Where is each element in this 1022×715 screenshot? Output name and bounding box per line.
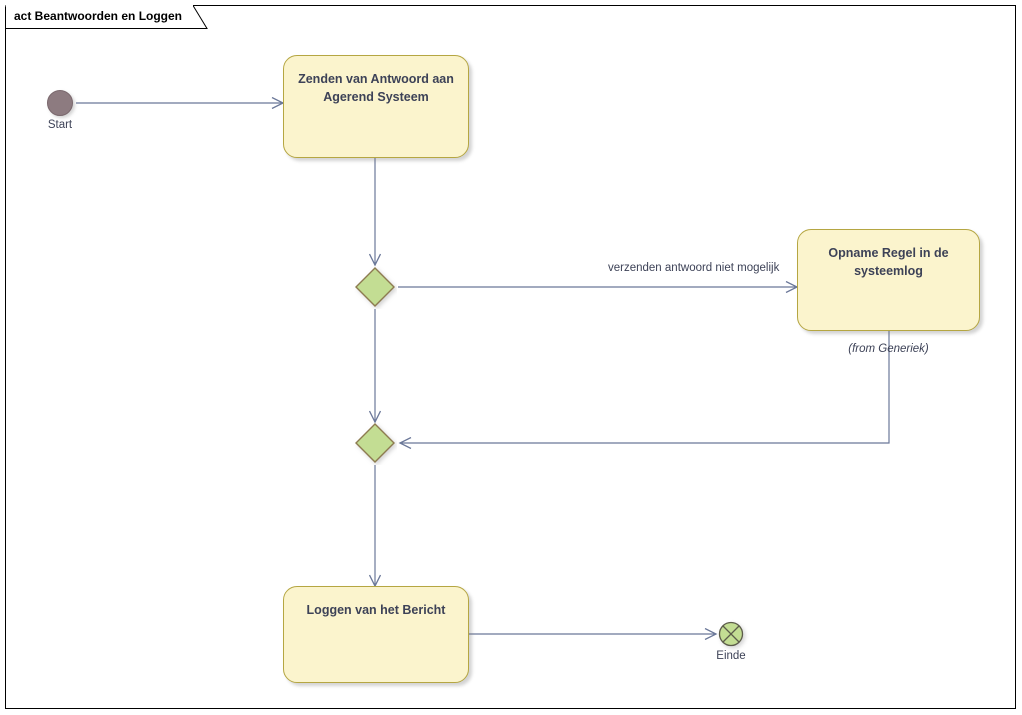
action-zenden-antwoord-label: Zenden van Antwoord aan Agerend Systeem bbox=[298, 72, 454, 105]
frame-name-tab bbox=[5, 5, 208, 29]
edge-label-verzenden-niet-mogelijk: verzenden antwoord niet mogelijk bbox=[606, 262, 782, 274]
decision-node-1[interactable] bbox=[353, 265, 397, 309]
action-zenden-antwoord[interactable]: Zenden van Antwoord aan Agerend Systeem bbox=[283, 55, 469, 158]
decision-node-2[interactable] bbox=[353, 421, 397, 465]
action-loggen-bericht[interactable]: Loggen van het Bericht bbox=[283, 586, 469, 683]
diagram-frame bbox=[5, 5, 1016, 709]
action-opname-regel[interactable]: Opname Regel in de systeemlog bbox=[797, 229, 980, 331]
action-opname-regel-from-note: (from Generiek) bbox=[848, 343, 929, 355]
final-node-label: Einde bbox=[716, 650, 746, 662]
final-node[interactable] bbox=[718, 621, 744, 647]
frame-title: act Beantwoorden en Loggen bbox=[14, 9, 183, 23]
action-loggen-bericht-label: Loggen van het Bericht bbox=[306, 603, 446, 617]
initial-node-label: Start bbox=[47, 119, 73, 131]
initial-node[interactable] bbox=[47, 90, 73, 116]
action-opname-regel-label: Opname Regel in de systeemlog bbox=[828, 246, 949, 279]
